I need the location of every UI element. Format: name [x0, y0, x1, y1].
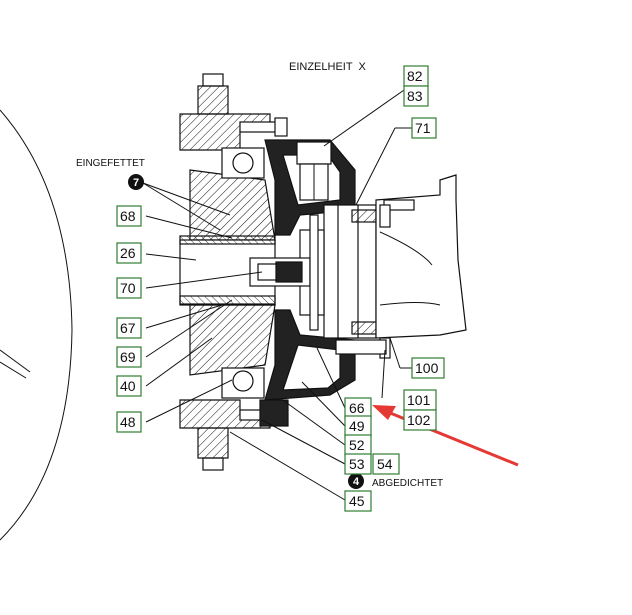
callout-68-label: 68 [120, 208, 136, 224]
callout-69: 69 [116, 346, 142, 368]
callout-71-label: 71 [415, 120, 431, 136]
sealed-note: ABGEDICHTET [372, 478, 443, 489]
callout-49: 49 [344, 415, 372, 437]
callout-70-label: 70 [120, 280, 136, 296]
callout-54-label: 54 [377, 456, 393, 472]
callout-54: 54 [372, 453, 400, 475]
callout-48: 48 [116, 411, 142, 433]
callout-102: 102 [403, 409, 437, 431]
top-flange [179, 73, 288, 151]
callout-83: 83 [403, 85, 429, 107]
bearing-top [221, 147, 265, 179]
callout-49-label: 49 [349, 418, 365, 434]
callout-40: 40 [116, 375, 142, 397]
callout-101-label: 101 [407, 392, 431, 408]
bearing-bottom [221, 367, 265, 399]
callout-67-label: 67 [120, 320, 136, 336]
callout-69-label: 69 [120, 349, 136, 365]
callout-53: 53 [344, 453, 372, 475]
callout-67: 67 [116, 317, 142, 339]
callout-68: 68 [116, 205, 142, 227]
callout-83-label: 83 [407, 88, 423, 104]
bolt-82 [296, 141, 332, 201]
motor-100 [375, 174, 467, 359]
callout-40-label: 40 [120, 378, 136, 394]
ring-71 [323, 204, 379, 339]
callout-101: 101 [403, 389, 437, 411]
sealed-marker: 4 [348, 473, 364, 489]
greased-marker-number: 7 [133, 177, 139, 189]
callout-100: 100 [411, 357, 445, 379]
leader-lines [142, 87, 412, 501]
callout-70: 70 [116, 277, 142, 299]
callout-71: 71 [411, 117, 437, 139]
callout-26: 26 [116, 242, 142, 264]
callout-82-label: 82 [407, 68, 423, 84]
callout-45: 45 [344, 490, 372, 512]
callout-45-label: 45 [349, 493, 365, 509]
callout-52: 52 [344, 434, 372, 456]
greased-marker: 7 [128, 174, 144, 190]
wheel-arc [0, 109, 73, 541]
callout-26-label: 26 [120, 245, 136, 261]
callout-48-label: 48 [120, 414, 136, 430]
callout-66: 66 [344, 397, 372, 419]
callout-53-label: 53 [349, 456, 365, 472]
red-arrow [372, 405, 519, 467]
callout-66-label: 66 [349, 400, 365, 416]
hub-body [179, 169, 276, 376]
callout-82: 82 [403, 65, 429, 87]
callout-52-label: 52 [349, 437, 365, 453]
sealed-marker-number: 4 [353, 476, 360, 488]
callout-102-label: 102 [407, 412, 431, 428]
callout-100-label: 100 [415, 360, 439, 376]
detail-title: EINZELHEIT X [289, 61, 366, 73]
greased-note: EINGEFETTET [76, 158, 145, 169]
